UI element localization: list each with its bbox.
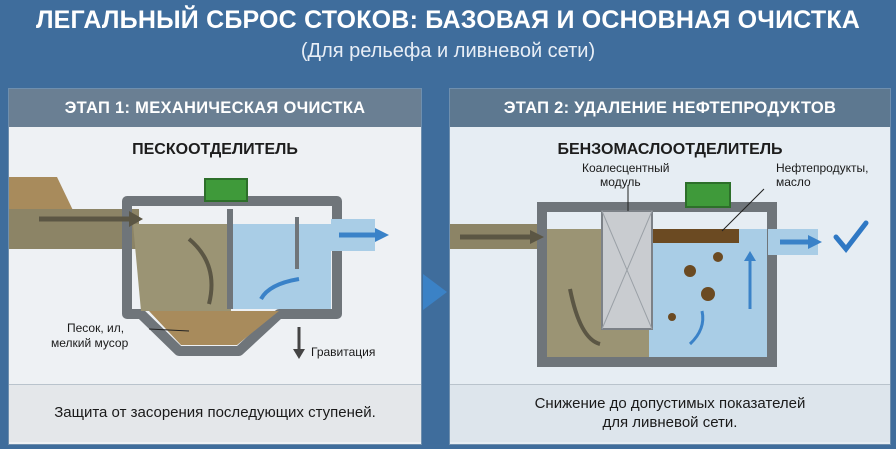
module-mesh (601, 210, 653, 330)
stage1-caption: Защита от засорения последующих ступеней… (9, 384, 421, 442)
oil-droplet (713, 252, 723, 262)
flow-arrow-icon (187, 237, 214, 305)
oil-label-line2: масло (776, 175, 811, 189)
module-label-line1: Коалесцентный (582, 161, 670, 175)
page-subtitle: (Для рельефа и ливневой сети) (300, 40, 596, 62)
oil-pointer (721, 188, 765, 232)
gravity-label: Гравитация (311, 345, 376, 359)
stage2-caption-line1: Снижение до допустимых показателей (534, 394, 806, 412)
stage1-panel: ЭТАП 1: МЕХАНИЧЕСКАЯ ОЧИСТКА ПЕСКООТДЕЛИ… (8, 88, 422, 445)
check-icon (833, 220, 869, 253)
flow-arrow-icon (375, 228, 389, 242)
sediment (149, 311, 279, 345)
sand-separator-title: ПЕСКООТДЕЛИТЕЛЬ (132, 141, 298, 158)
clean-water (231, 224, 331, 309)
sediment-label-line2: мелкий мусор (51, 336, 129, 350)
tank-lid (685, 182, 731, 208)
oil-layer (649, 229, 739, 243)
oil-droplet (684, 265, 696, 277)
flow-arrow-icon (568, 288, 601, 346)
oil-label-line1: Нефтепродукты, (776, 161, 869, 175)
baffle (227, 209, 233, 309)
oil-separator-title: БЕНЗОМАСЛООТДЕЛИТЕЛЬ (557, 141, 783, 158)
oil-separator-diagram (450, 182, 869, 367)
module-label-line2: модуль (600, 175, 641, 189)
sediment-label-line1: Песок, ил, (67, 321, 125, 335)
oil-droplet (701, 287, 715, 301)
stage1-heading: ЭТАП 1: МЕХАНИЧЕСКАЯ ОЧИСТКА (9, 89, 421, 127)
flow-arrow-icon (259, 277, 300, 301)
stage2-caption: Снижение до допустимых показателей для л… (450, 384, 890, 442)
stage2-panel: ЭТАП 2: УДАЛЕНИЕ НЕФТЕПРОДУКТОВ БЕНЗОМАС… (449, 88, 891, 445)
stage1-caption-text: Защита от засорения последующих ступеней… (54, 404, 376, 422)
stage-arrow-shape (423, 274, 447, 310)
stage-arrow-icon (423, 274, 447, 310)
flow-arrow-icon (129, 211, 143, 227)
flow-arrow-icon (744, 251, 756, 261)
stage2-caption-line2: для ливневой сети. (602, 413, 738, 431)
stage2-heading: ЭТАП 2: УДАЛЕНИЕ НЕФТЕПРОДУКТОВ (450, 89, 890, 127)
inlet-pipe-flow (9, 209, 139, 249)
page-title: ЛЕГАЛЬНЫЙ СБРОС СТОКОВ: БАЗОВАЯ И ОСНОВН… (35, 6, 861, 34)
outlet-baffle (295, 217, 299, 269)
oil-droplet (668, 313, 676, 321)
tank-lid (204, 178, 248, 202)
tank-wall (537, 202, 777, 367)
sand-separator-diagram (9, 177, 389, 359)
flow-arrow-icon (808, 235, 822, 249)
flow-arrow-icon (530, 230, 544, 244)
sediment-pointer (148, 328, 190, 332)
dirty-water (133, 224, 231, 311)
flow-arrow-icon (688, 310, 705, 346)
gravity-arrow-icon (293, 349, 305, 359)
